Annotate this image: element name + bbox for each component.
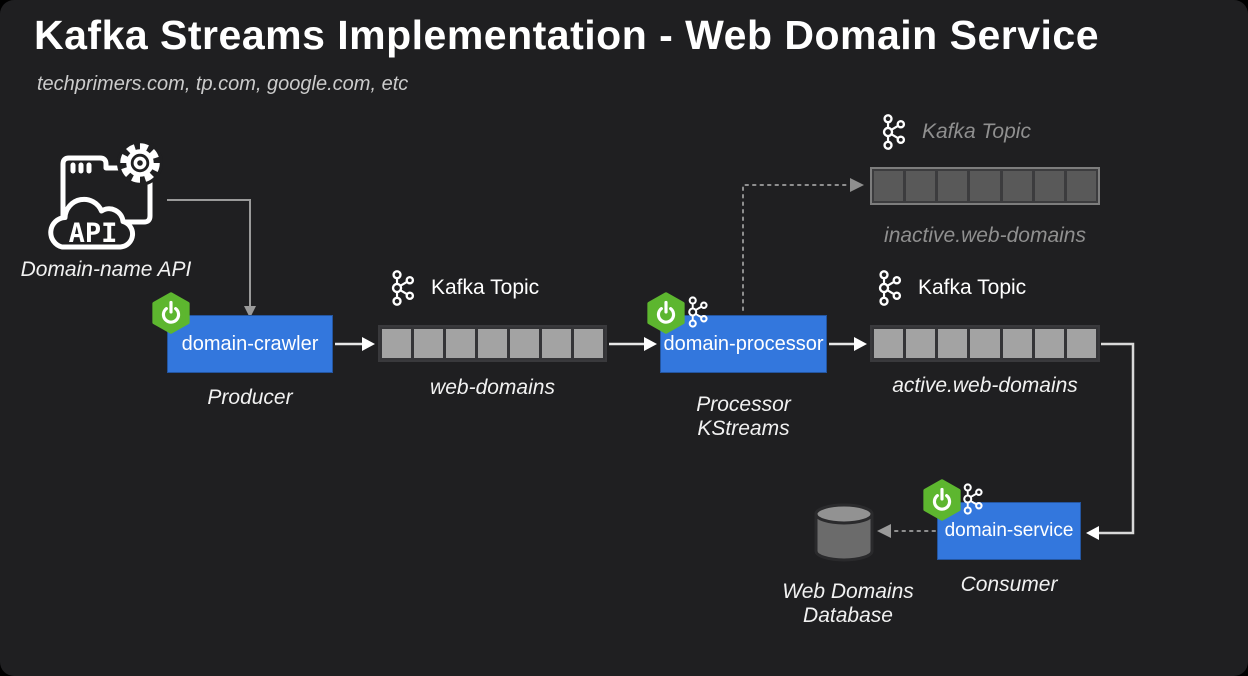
role-line: Processor	[696, 393, 791, 416]
partition-cell	[510, 329, 539, 358]
partition-cell	[574, 329, 603, 358]
api-cloud-folder-icon: API	[48, 140, 163, 250]
role-label-processor: Processor KStreams	[660, 393, 827, 441]
service-name: domain-crawler	[181, 332, 319, 355]
connector-processor-to-inactive-dotted	[742, 178, 864, 311]
database-label-line: Database	[803, 604, 893, 628]
partition-cell	[938, 171, 968, 201]
topic-web-domains	[378, 325, 607, 362]
page-title: Kafka Streams Implementation - Web Domai…	[34, 12, 1100, 58]
partition-cell	[906, 171, 936, 201]
partition-cell	[414, 329, 443, 358]
connector-service-to-database-dotted	[877, 524, 936, 538]
partition-cell	[542, 329, 571, 358]
connector-active-to-service	[1086, 342, 1135, 540]
role-label-producer: Producer	[207, 386, 293, 409]
cloud-icon	[48, 196, 136, 250]
partition-cell	[1034, 171, 1064, 201]
kafka-topic-heading-text: Kafka Topic	[918, 276, 1027, 299]
partition-cell	[874, 171, 904, 201]
database-cylinder-icon	[814, 503, 874, 562]
service-name: domain-service	[944, 520, 1074, 541]
partition-cell	[970, 171, 1000, 201]
service-box-domain-service: domain-service	[937, 502, 1081, 560]
kafka-topic-heading: Kafka Topic	[874, 268, 1026, 308]
kafka-topic-heading: Kafka Topic	[387, 268, 539, 308]
partition-cell	[1002, 171, 1032, 201]
partition-cell	[1066, 171, 1096, 201]
service-name: domain-processor	[663, 332, 824, 355]
connector-api-to-crawler	[167, 199, 256, 318]
kafka-topic-heading-text: Kafka Topic	[922, 120, 1031, 143]
partition-cell	[446, 329, 475, 358]
kafka-icon	[878, 112, 909, 152]
topic-active-web-domains	[870, 325, 1100, 362]
service-box-domain-crawler: domain-crawler	[167, 315, 333, 373]
database-label-line: Web Domains	[782, 580, 914, 603]
kafka-topic-heading-inactive: Kafka Topic	[878, 112, 1031, 152]
partition-cell	[938, 329, 968, 358]
connector-processor-to-active	[829, 337, 867, 351]
kafka-icon	[684, 295, 711, 329]
partition-cell	[1066, 329, 1096, 358]
topic-name-web-domains: web-domains	[430, 376, 555, 399]
connector-crawler-to-webdomains	[335, 337, 375, 351]
api-source-label: Domain-name API	[20, 258, 192, 281]
kafka-icon	[959, 482, 986, 516]
service-box-domain-processor: domain-processor	[660, 315, 827, 373]
gear-icon	[120, 143, 160, 183]
topic-inactive-web-domains	[870, 167, 1100, 205]
kafka-topic-heading-text: Kafka Topic	[431, 276, 540, 299]
partition-cell	[1034, 329, 1064, 358]
spring-boot-icon	[921, 479, 963, 521]
partition-cell	[382, 329, 411, 358]
partition-cell	[906, 329, 936, 358]
kafka-icon	[874, 268, 905, 308]
partition-cell	[874, 329, 904, 358]
role-label-consumer: Consumer	[960, 573, 1058, 596]
database-label: Web Domains Database	[770, 580, 926, 628]
topic-name-active-web-domains: active.web-domains	[892, 374, 1078, 397]
gear-mask	[117, 140, 163, 186]
spring-boot-icon	[645, 292, 687, 334]
partition-cell	[478, 329, 507, 358]
spring-boot-icon	[150, 292, 192, 334]
role-line: KStreams	[697, 417, 790, 441]
topic-name-inactive-web-domains: inactive.web-domains	[884, 224, 1086, 247]
partition-cell	[1002, 329, 1032, 358]
kafka-icon	[387, 268, 418, 308]
connector-webdomains-to-processor	[609, 337, 657, 351]
api-icon-text: API	[69, 218, 118, 249]
partition-cell	[970, 329, 1000, 358]
page-subtitle: techprimers.com, tp.com, google.com, etc	[37, 73, 409, 95]
